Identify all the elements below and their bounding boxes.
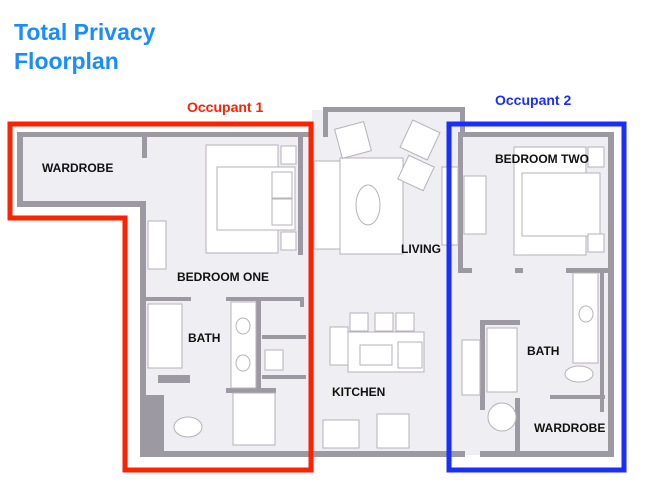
- tub-one: [147, 303, 183, 369]
- room-label-wardrobe-one: WARDROBE: [42, 161, 113, 175]
- room-label-wardrobe-two: WARDROBE: [534, 421, 605, 435]
- page-title: Total Privacy Floorplan: [14, 18, 155, 76]
- room-label-living: LIVING: [401, 242, 441, 256]
- title-line-2: Floorplan: [14, 48, 119, 74]
- labels: WARDROBE BEDROOM ONE BATH LIVING KITCHEN…: [42, 152, 605, 435]
- occupant-1-outline: [7, 121, 314, 473]
- bed-two: [521, 172, 601, 237]
- toilet-two: [564, 365, 594, 383]
- room-label-bath-two: BATH: [527, 344, 559, 358]
- room-label-bedroom-one: BEDROOM ONE: [177, 270, 269, 284]
- title-line-1: Total Privacy: [14, 19, 156, 45]
- vanity-two: [572, 272, 599, 364]
- occupant-2-label: Occupant 2: [495, 92, 572, 108]
- occupant-2-outline: [446, 121, 627, 473]
- sofa: [313, 160, 345, 250]
- tub-two: [486, 327, 518, 393]
- desk-two: [463, 175, 487, 235]
- washer: [487, 402, 517, 432]
- desk-one: [147, 220, 167, 270]
- walls: [17, 107, 614, 457]
- vanity-one: [230, 301, 257, 389]
- stove: [322, 419, 360, 449]
- toilet-one: [173, 416, 203, 438]
- room-label-bath-one: BATH: [188, 331, 220, 345]
- room-label-bedroom-two: BEDROOM TWO: [495, 152, 589, 166]
- furniture: [147, 119, 605, 449]
- room-label-kitchen: KITCHEN: [332, 385, 385, 399]
- occupant-1-label: Occupant 1: [187, 99, 264, 115]
